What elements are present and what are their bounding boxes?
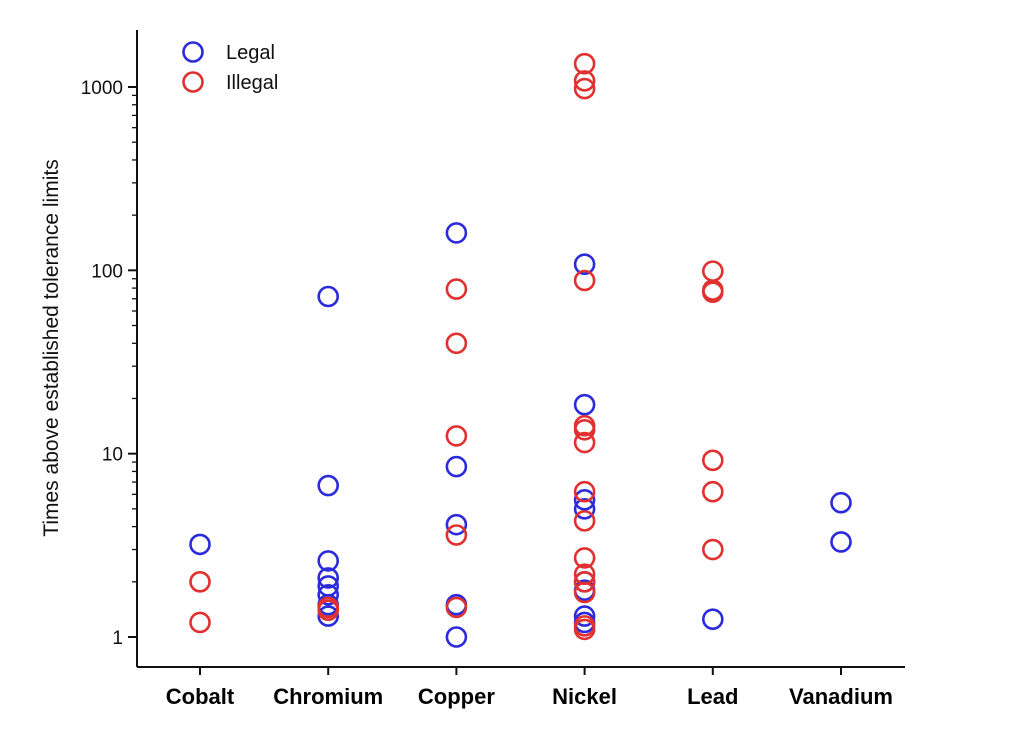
data-point-illegal xyxy=(317,599,340,622)
data-point-illegal xyxy=(573,52,596,75)
y-axis-title: Times above established tolerance limits xyxy=(40,159,63,536)
data-point-illegal xyxy=(573,571,596,593)
data-point-legal xyxy=(573,605,596,627)
x-tick-label: Chromium xyxy=(273,684,383,709)
x-tick-label: Vanadium xyxy=(789,684,893,709)
data-point-legal xyxy=(317,567,340,589)
data-point-legal xyxy=(189,533,211,556)
data-point-legal xyxy=(317,550,340,572)
data-point-illegal xyxy=(573,70,596,92)
legend-marker-illegal xyxy=(182,71,204,93)
data-point-legal xyxy=(445,626,468,648)
data-point-legal xyxy=(830,531,852,553)
data-point-illegal xyxy=(573,618,596,641)
data-point-illegal xyxy=(573,547,596,569)
data-point-illegal xyxy=(701,449,724,472)
data-point-legal xyxy=(445,222,468,244)
data-point-illegal xyxy=(573,418,596,441)
data-point-illegal xyxy=(573,581,596,604)
legend-label-legal: Legal xyxy=(226,42,275,64)
data-point-legal xyxy=(445,513,468,536)
data-point-legal xyxy=(573,393,596,416)
data-point-legal xyxy=(573,253,596,276)
data-point-illegal xyxy=(701,480,724,503)
data-point-illegal xyxy=(573,269,596,292)
data-point-legal xyxy=(317,583,340,606)
axes xyxy=(136,30,905,668)
data-point-illegal xyxy=(573,77,596,100)
x-tick-label: Copper xyxy=(418,684,495,709)
x-tick-label: Cobalt xyxy=(166,684,235,709)
data-point-illegal xyxy=(445,524,468,546)
x-axis-ticks: Cobalt Chromium Copper Nickel Lead Vanadium xyxy=(166,667,893,709)
x-tick-label: Nickel xyxy=(552,684,617,709)
data-point-legal xyxy=(317,285,340,308)
data-point-legal xyxy=(573,489,596,511)
x-tick-label: Lead xyxy=(687,684,738,709)
data-point-legal xyxy=(317,605,340,627)
data-point-legal xyxy=(830,491,852,514)
data-point-illegal xyxy=(573,480,596,503)
y-axis-ticks: 1 10 100 1000 xyxy=(81,78,137,649)
data-point-illegal xyxy=(445,278,468,300)
y-tick-label: 10 xyxy=(102,445,123,466)
data-point-illegal xyxy=(445,425,468,447)
data-point-legal xyxy=(701,608,724,631)
legend-marker-legal xyxy=(182,41,204,63)
data-point-illegal xyxy=(573,431,596,454)
data-point-legal xyxy=(317,474,340,497)
data-point-illegal xyxy=(189,571,211,593)
y-tick-label: 1000 xyxy=(81,78,123,99)
data-point-illegal xyxy=(445,332,468,355)
y-tick-label: 100 xyxy=(91,261,123,282)
y-tick-label: 1 xyxy=(112,628,123,649)
data-point-illegal xyxy=(701,260,724,282)
data-point-legal xyxy=(445,455,468,478)
data-point-illegal xyxy=(573,510,596,532)
data-point-illegal xyxy=(189,611,211,634)
data-point-illegal xyxy=(445,596,468,619)
data-points xyxy=(189,52,852,648)
data-point-legal xyxy=(573,498,596,520)
data-point-illegal xyxy=(701,538,724,561)
legend-label-illegal: Illegal xyxy=(226,72,278,94)
data-point-illegal xyxy=(701,281,724,303)
